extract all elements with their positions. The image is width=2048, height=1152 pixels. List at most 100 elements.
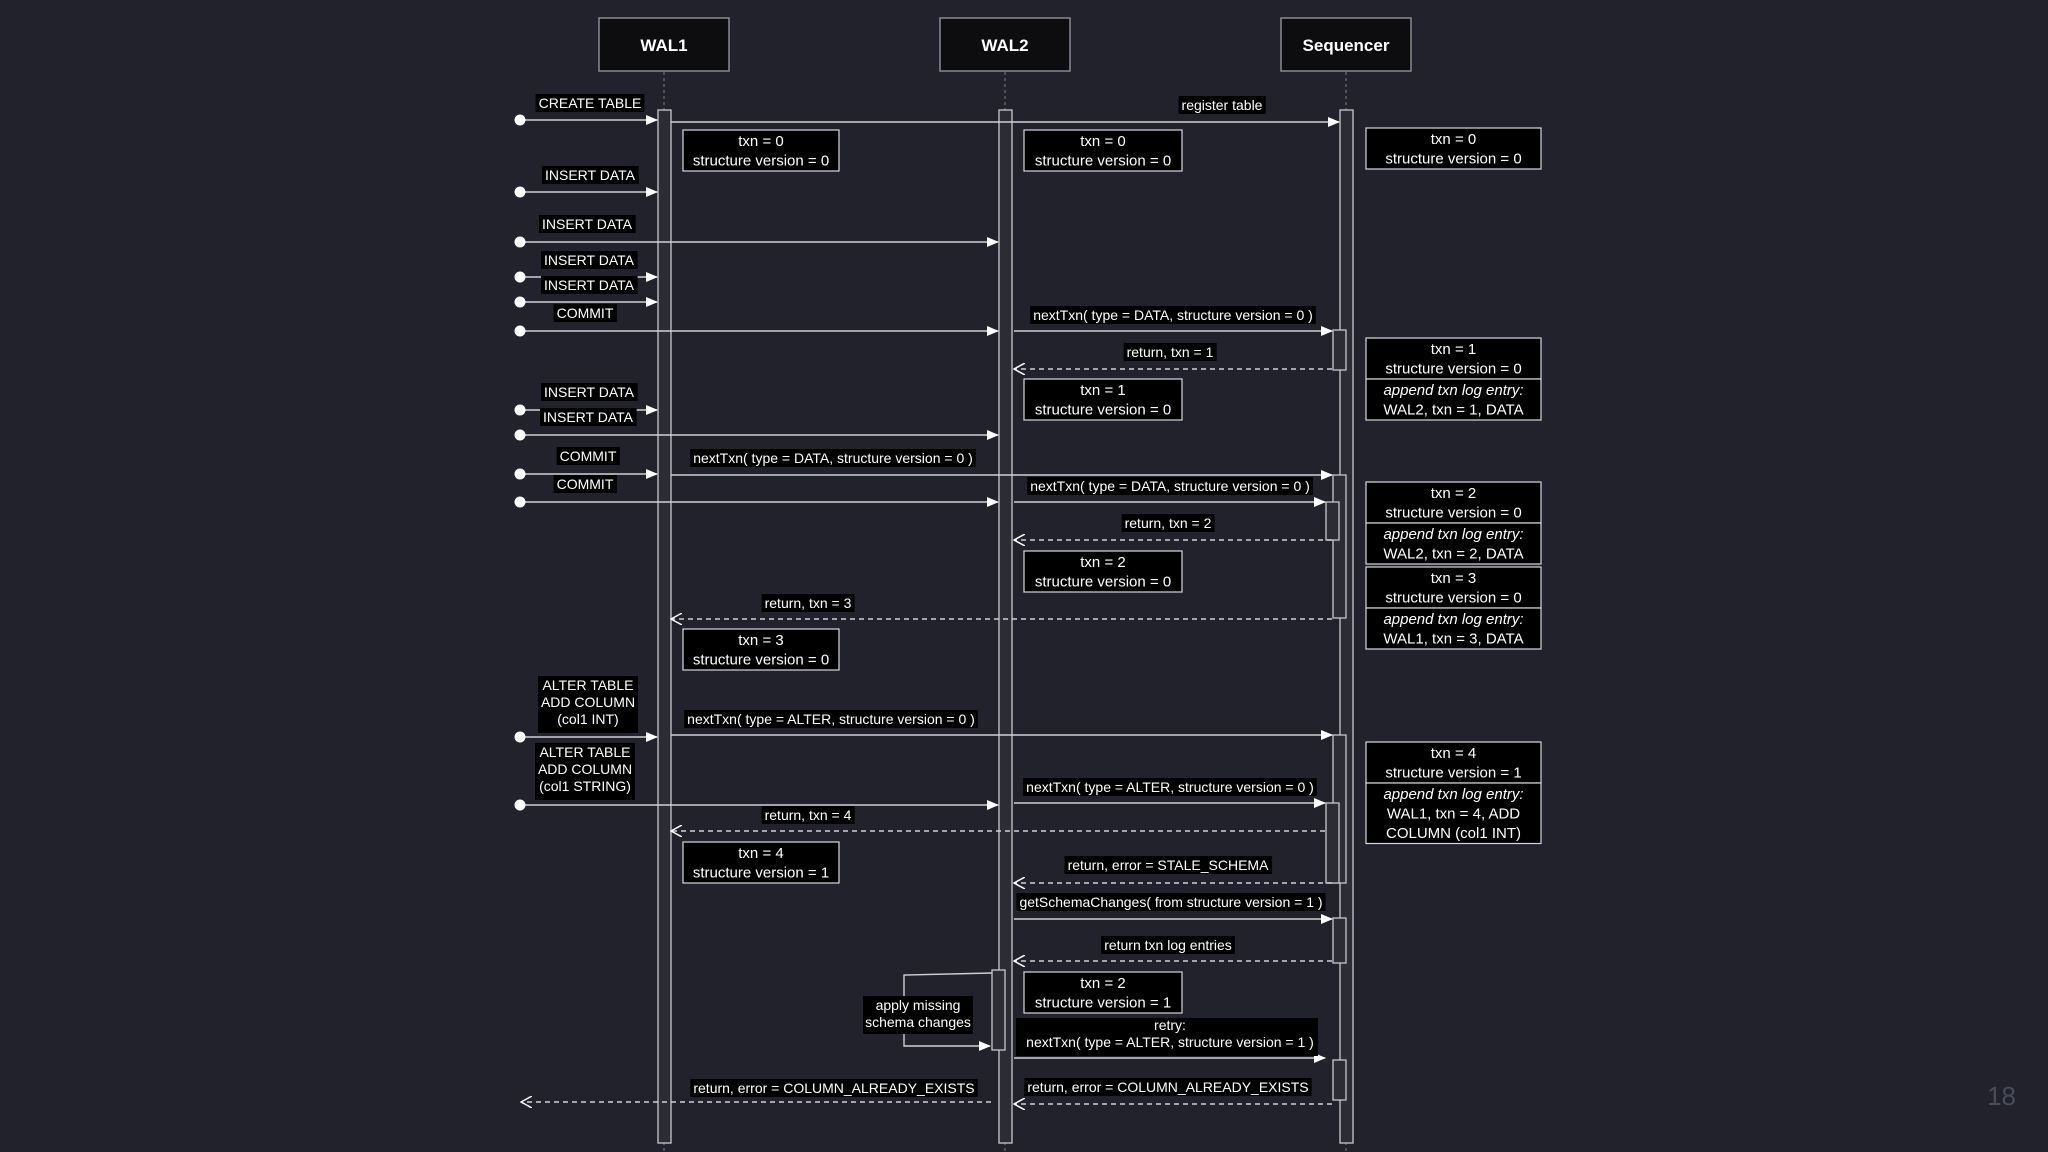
participant-seq: Sequencer xyxy=(1280,17,1412,1152)
message-label-m21-bg xyxy=(1023,778,1317,796)
seq-activation-5 xyxy=(1325,802,1340,884)
log-entry-heading: append txn log entry: xyxy=(1383,611,1523,628)
message-label-m22: return, txn = 4 xyxy=(765,807,852,823)
message-label-m25: return txn log entries xyxy=(1104,937,1232,953)
message-label-m11-bg xyxy=(540,408,637,426)
message-label-m5: INSERT DATA xyxy=(544,252,635,268)
note-line: txn = 2 xyxy=(1080,975,1125,992)
participant-label: Sequencer xyxy=(1303,36,1390,55)
message-label-m24-bg xyxy=(1016,893,1326,911)
page-number: 18 xyxy=(1987,1081,2016,1111)
message-start-dot xyxy=(514,468,526,480)
message-label-m9: return, txn = 1 xyxy=(1127,344,1214,360)
note-line: txn = 1 xyxy=(1431,341,1476,358)
log-entry-box xyxy=(1365,782,1542,845)
wal1-activation xyxy=(657,109,672,1144)
state-note-n12: txn = 2 structure version = 1 xyxy=(1023,971,1183,1014)
message-label-m1: CREATE TABLE xyxy=(539,95,642,111)
self-message-label-bg xyxy=(863,996,973,1034)
note-box xyxy=(1023,129,1183,172)
message-label-m4: INSERT DATA xyxy=(542,216,633,232)
log-entry-heading: append txn log entry: xyxy=(1383,786,1523,803)
log-entry-line: WAL2, txn = 2, DATA xyxy=(1383,546,1523,563)
note-box xyxy=(1023,550,1183,593)
log-entry-line: WAL1, txn = 4, ADD xyxy=(1387,806,1520,823)
message-label-m9-bg xyxy=(1123,343,1217,361)
note-line: txn = 3 xyxy=(1431,570,1476,587)
log-entry-heading: append txn log entry: xyxy=(1383,382,1523,399)
message-start-dot xyxy=(514,799,526,811)
participant-box xyxy=(939,17,1071,72)
log-entry-heading: append txn log entry: xyxy=(1383,526,1523,543)
message-label-m17-bg xyxy=(761,594,855,612)
participant-box xyxy=(1280,17,1412,72)
message-label-m21: nextTxn( type = ALTER, structure version… xyxy=(1026,779,1314,795)
note-box xyxy=(1365,127,1542,170)
note-box xyxy=(682,841,840,884)
note-box xyxy=(1023,971,1183,1014)
seq-activation-7 xyxy=(1332,1059,1347,1101)
message-start-dot xyxy=(514,404,526,416)
participant-wal1: WAL1 xyxy=(598,17,730,1152)
message-label-m19: nextTxn( type = ALTER, structure version… xyxy=(687,711,975,727)
message-label-m4-bg xyxy=(539,215,636,233)
seq-activation xyxy=(1339,109,1354,1144)
note-line: structure version = 1 xyxy=(1035,995,1171,1012)
note-line: structure version = 0 xyxy=(1035,574,1171,591)
message-label-bg xyxy=(535,743,635,800)
note-box xyxy=(682,628,840,671)
message-label-m3-bg xyxy=(542,166,639,184)
message-label-m7-bg xyxy=(553,304,617,322)
message-start-dot xyxy=(514,271,526,283)
note-line: structure version = 0 xyxy=(1385,151,1521,168)
message-label-m2-bg xyxy=(1178,96,1266,114)
message-label-m8-bg xyxy=(1030,306,1316,324)
message-label-m23: return, error = STALE_SCHEMA xyxy=(1068,857,1270,873)
message-label-m29-bg xyxy=(690,1079,978,1097)
log-entry-line: WAL1, txn = 3, DATA xyxy=(1383,631,1523,648)
participant-box xyxy=(598,17,730,72)
message-label-m14: COMMIT xyxy=(557,476,614,492)
message-start-dot xyxy=(514,731,526,743)
wal2-activation xyxy=(998,109,1013,1144)
participant-label: WAL2 xyxy=(981,36,1028,55)
message-label-m6: INSERT DATA xyxy=(544,277,635,293)
message-label-m3: INSERT DATA xyxy=(545,167,636,183)
note-box xyxy=(1365,566,1542,609)
note-box xyxy=(682,129,840,172)
wal2-activation-self xyxy=(991,969,1006,1051)
message-label-m12-bg xyxy=(556,447,620,465)
note-line: structure version = 0 xyxy=(1385,505,1521,522)
message-start-dot xyxy=(514,114,526,126)
seq-activation-3 xyxy=(1325,501,1340,541)
message-start-dot xyxy=(514,496,526,508)
note-line: structure version = 1 xyxy=(1385,765,1521,782)
message-start-dot xyxy=(514,325,526,337)
message-label-m16: return, txn = 2 xyxy=(1125,515,1212,531)
seq-activation-1 xyxy=(1332,329,1347,371)
message-label-m10: INSERT DATA xyxy=(544,384,635,400)
note-line: structure version = 0 xyxy=(1385,361,1521,378)
note-line: txn = 3 xyxy=(738,632,783,649)
message-label-m10-bg xyxy=(541,383,638,401)
note-line: txn = 0 xyxy=(738,133,783,150)
message-label-m7: COMMIT xyxy=(557,305,614,321)
message-start-dot xyxy=(514,296,526,308)
log-entry-box xyxy=(1365,378,1542,421)
message-label-m14-bg xyxy=(553,475,617,493)
note-box xyxy=(1023,378,1183,421)
message-label-m13: nextTxn( type = DATA, structure version … xyxy=(693,450,973,466)
message-label-m16-bg xyxy=(1121,514,1215,532)
message-label-m15: nextTxn( type = DATA, structure version … xyxy=(1030,478,1310,494)
note-line: structure version = 0 xyxy=(1385,590,1521,607)
participant-label: WAL1 xyxy=(640,36,687,55)
